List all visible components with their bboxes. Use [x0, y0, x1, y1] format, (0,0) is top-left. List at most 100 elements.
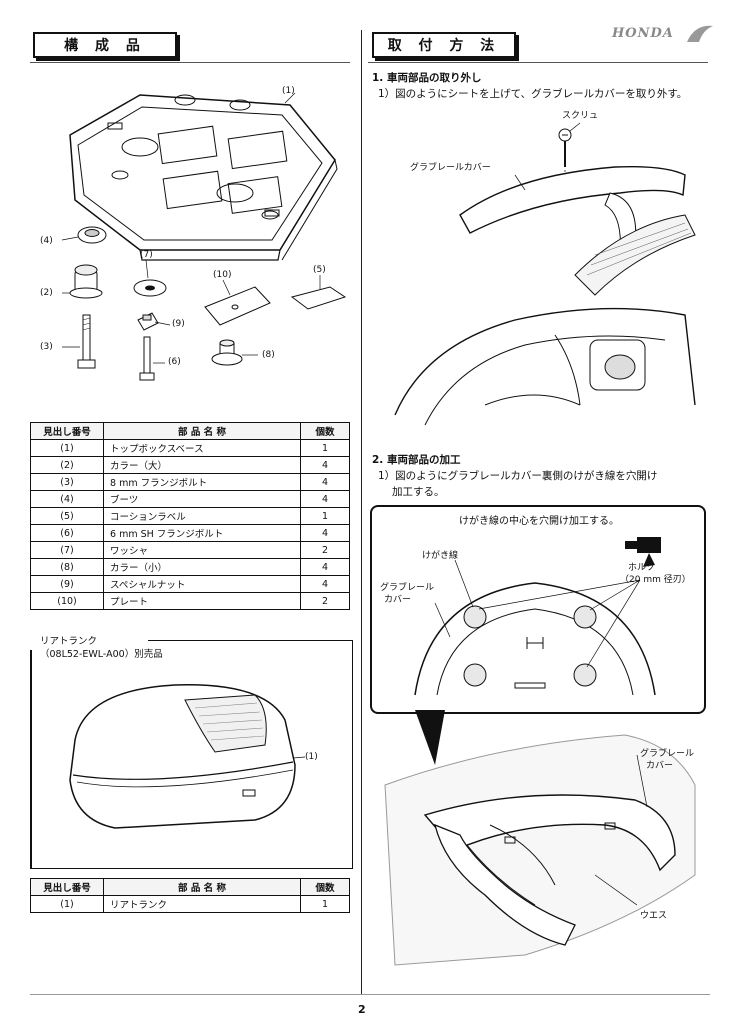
grab-rail-removal-illustration — [394, 122, 696, 426]
part-number: (2) — [30, 456, 104, 474]
installation-title: 取 付 方 法 — [372, 32, 516, 58]
label-screw: スクリュ — [562, 111, 599, 121]
column-header-quantity: 個数 — [300, 878, 350, 896]
part-number: (7) — [30, 541, 104, 559]
part-number: (9) — [30, 575, 104, 593]
part-number: (8) — [30, 558, 104, 576]
honda-logo: HONDA — [612, 26, 674, 41]
callout-4: (4) — [40, 236, 53, 246]
table-row: (8)カラー（小）4 — [30, 558, 350, 576]
callout-9: (9) — [172, 319, 185, 329]
callout-10: (10) — [213, 270, 232, 280]
part-quantity: 4 — [300, 558, 350, 576]
part-name: コーションラベル — [103, 507, 301, 525]
part-quantity: 4 — [300, 456, 350, 474]
callout-6: (6) — [168, 357, 181, 367]
left-header-rule — [30, 62, 350, 63]
part-quantity: 1 — [300, 895, 350, 913]
column-header-quantity: 個数 — [300, 422, 350, 440]
part-name: 6 mm SH フランジボルト — [103, 524, 301, 542]
part-name: カラー（大） — [103, 456, 301, 474]
part-name: プレート — [103, 592, 301, 610]
part-number: (3) — [30, 473, 104, 491]
footer-rule — [30, 994, 710, 995]
label-hole-saw-size: （20 mm 径刃） — [620, 575, 691, 585]
callout-8: (8) — [262, 350, 275, 360]
honda-wing-icon — [687, 25, 713, 42]
step2-instruction-line1: 1）図のようにグラブレールカバー裏側のけがき線を穴開け — [378, 470, 658, 482]
part-quantity: 1 — [300, 439, 350, 457]
part-number: (4) — [30, 490, 104, 508]
components-illustration — [61, 92, 347, 381]
part-quantity: 2 — [300, 541, 350, 559]
label-grab-rail: グラブレール — [380, 583, 435, 593]
part-name: ワッシャ — [103, 541, 301, 559]
trunk-table-header: 見出し番号 部 品 名 称 個数 — [30, 878, 350, 896]
callout-3: (3) — [40, 342, 53, 352]
rear-trunk-illustration — [69, 684, 306, 829]
part-name: 8 mm フランジボルト — [103, 473, 301, 491]
part-number: (6) — [30, 524, 104, 542]
part-quantity: 4 — [300, 575, 350, 593]
part-quantity: 4 — [300, 473, 350, 491]
rear-trunk-frame-left — [30, 650, 32, 868]
step2-heading: 2. 車両部品の加工 — [372, 454, 461, 466]
callout-2: (2) — [40, 288, 53, 298]
step1-instruction: 1）図のようにシートを上げて、グラブレールカバーを取り外す。 — [378, 88, 688, 100]
components-title: 構 成 品 — [33, 32, 177, 58]
callout-5: (5) — [313, 265, 326, 275]
label-cover: カバー — [384, 595, 412, 605]
step2-instruction-line2: 加工する。 — [392, 486, 445, 498]
drilling-detail-frame — [370, 505, 706, 714]
part-name: カラー（小） — [103, 558, 301, 576]
column-header-name: 部 品 名 称 — [103, 422, 301, 440]
drilling-detail-title: けがき線の中心を穴開け加工する。 — [455, 512, 623, 527]
column-header-number: 見出し番号 — [30, 878, 104, 896]
right-header-rule — [368, 62, 708, 63]
column-header-number: 見出し番号 — [30, 422, 104, 440]
part-quantity: 2 — [300, 592, 350, 610]
column-divider — [361, 30, 362, 995]
label-grab-rail-cover: グラブレールカバー — [410, 163, 491, 173]
label-scribe-line: けがき線 — [422, 551, 459, 561]
rear-trunk-frame-top — [148, 640, 352, 641]
part-name: リアトランク — [103, 895, 301, 913]
part-name: ブーツ — [103, 490, 301, 508]
part-name: トップボックスベース — [103, 439, 301, 457]
label-hole-saw: ホルソ — [628, 563, 656, 573]
callout-7: (7) — [140, 250, 153, 260]
column-header-name: 部 品 名 称 — [103, 878, 301, 896]
rear-trunk-title: リアトランク — [40, 636, 98, 647]
callout-1: (1) — [282, 86, 295, 96]
drilling-detail-illustration — [414, 537, 661, 696]
parts-table-header: 見出し番号 部 品 名 称 個数 — [30, 422, 350, 440]
part-number: (1) — [30, 439, 104, 457]
part-quantity: 4 — [300, 524, 350, 542]
detail-pointer — [415, 710, 445, 765]
part-number: (10) — [30, 592, 104, 610]
table-row: (2)カラー（大）4 — [30, 456, 350, 474]
label-bottom-cover: カバー — [646, 761, 674, 771]
step1-heading: 1. 車両部品の取り外し — [372, 72, 482, 84]
label-bottom-grab-rail: グラブレール — [640, 749, 695, 759]
trunk-callout-1: (1) — [305, 752, 318, 762]
part-name: スペシャルナット — [103, 575, 301, 593]
part-quantity: 1 — [300, 507, 350, 525]
part-number: (5) — [30, 507, 104, 525]
page-number: 2 — [358, 1003, 366, 1016]
rear-trunk-subtitle: （08L52-EWL-A00）別売品 — [40, 649, 163, 660]
label-waste-cloth: ウエス — [640, 911, 668, 921]
rear-trunk-frame — [30, 640, 353, 869]
